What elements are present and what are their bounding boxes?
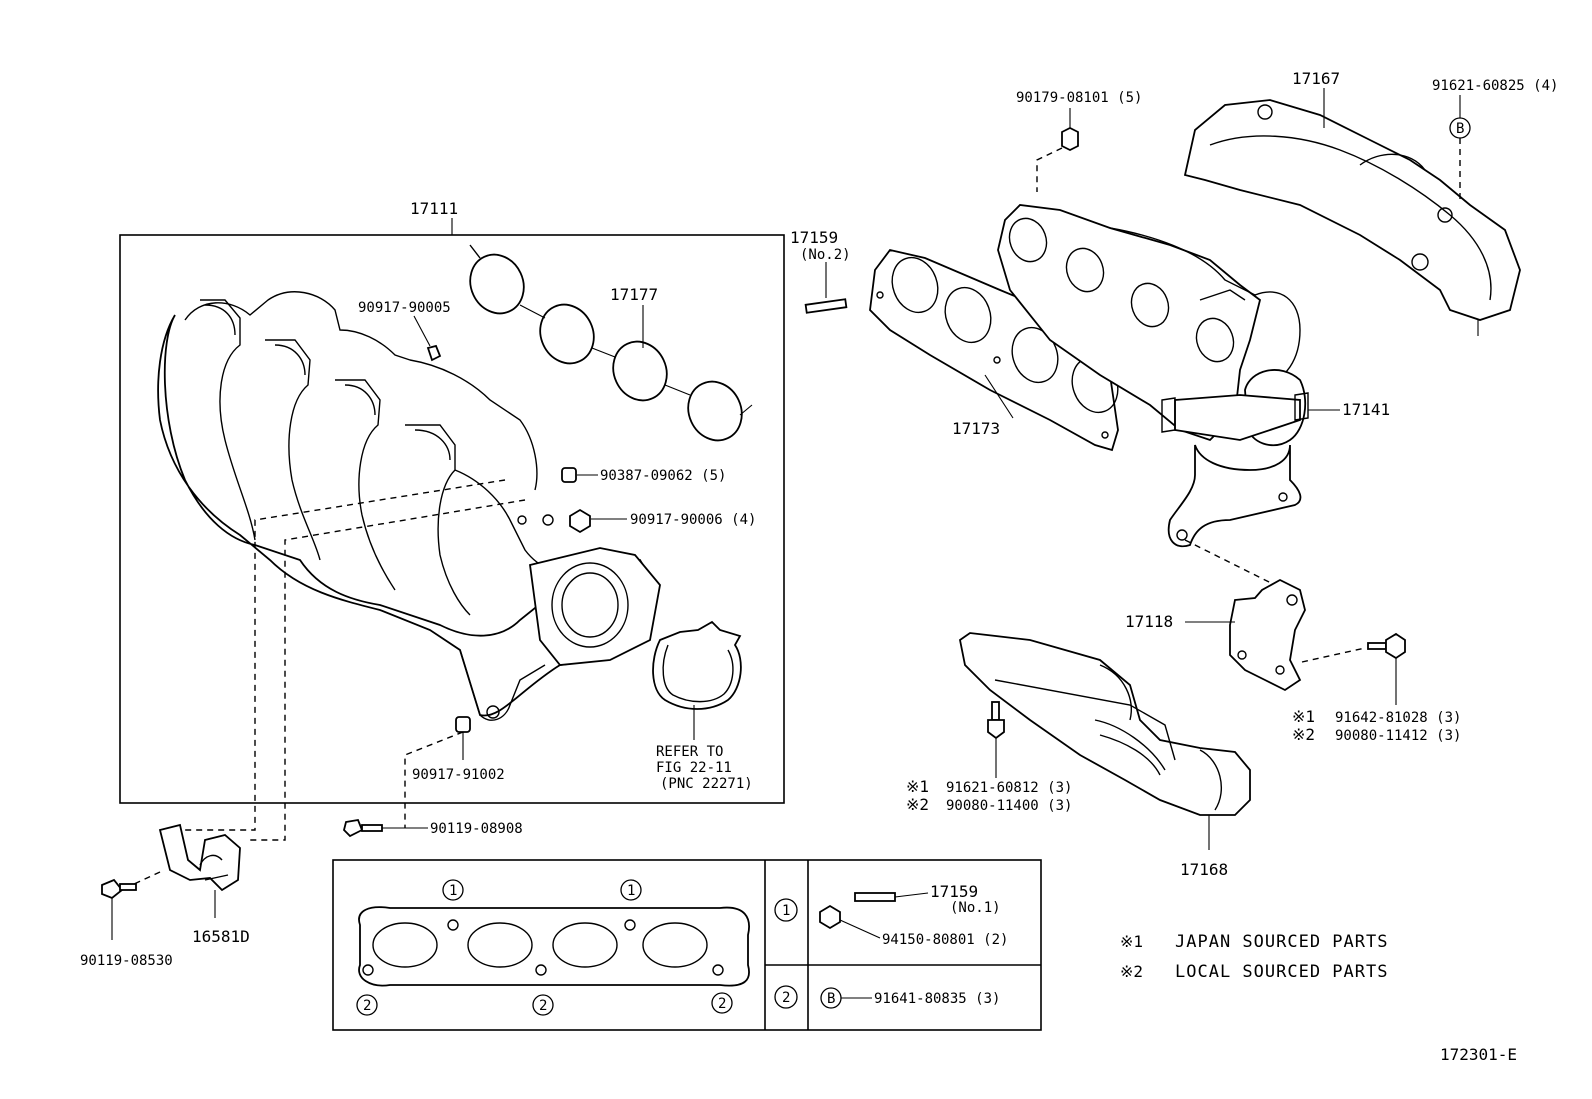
legend-marker-2-bolt: ※2 (1292, 725, 1315, 744)
bush-90917-91002 (455, 716, 471, 760)
exhaust-gasket-17173 (869, 248, 1119, 452)
label-17173: 17173 (952, 419, 1000, 438)
bracket-17118 (1184, 539, 1306, 692)
heat-insulator-17168 (959, 632, 1251, 850)
throttle-body-gasket (652, 620, 742, 740)
svg-text:2: 2 (718, 996, 726, 1012)
inset-row2-b-marker: B (820, 987, 872, 1009)
label-90080-11400: 90080-11400 (3) (946, 798, 1072, 814)
bush-90387-09062 (561, 467, 598, 483)
drawing-number: 172301-E (1440, 1045, 1517, 1064)
label-90917-90006: 90917-90006 (4) (630, 512, 756, 528)
refer-note-line2: FIG 22-11 (656, 760, 732, 776)
svg-text:2: 2 (539, 998, 547, 1014)
bolt-90119-08530 (101, 878, 137, 940)
intake-manifold-drawing (157, 291, 661, 721)
svg-text:1: 1 (627, 883, 635, 899)
label-94150-80801: 94150-80801 (2) (882, 932, 1008, 948)
inset-row1-marker: 1 (774, 898, 798, 922)
gasket-marker-1-left: 1 (442, 879, 464, 901)
label-90080-11412: 90080-11412 (3) (1335, 728, 1461, 744)
fitting-90917-90005 (413, 315, 442, 362)
label-17118: 17118 (1125, 612, 1173, 631)
label-16581D: 16581D (192, 927, 250, 946)
label-17111: 17111 (410, 199, 458, 218)
heat-insulator-17167 (1183, 88, 1521, 336)
gasket-marker-2-right: 2 (711, 992, 733, 1014)
stud-17159-no2 (804, 262, 848, 314)
inset-table (332, 859, 1042, 1031)
refer-note-line3: (PNC 22271) (660, 776, 753, 792)
label-17168: 17168 (1180, 860, 1228, 879)
bracket-16581D (158, 823, 241, 918)
legend-marker-2-lower: ※2 (906, 795, 929, 814)
label-91642-81028: 91642-81028 (3) (1335, 710, 1461, 726)
gasket-marker-2-left: 2 (356, 994, 378, 1016)
svg-text:B: B (1456, 121, 1464, 137)
svg-text:B: B (827, 991, 835, 1007)
inset-row2-marker: 2 (774, 985, 798, 1009)
label-90917-91002: 90917-91002 (412, 767, 505, 783)
exhaust-manifold-17141 (997, 204, 1309, 548)
label-91641-80835: 91641-80835 (3) (874, 991, 1000, 1007)
legend-marker-1-bolt: ※1 (1292, 707, 1315, 726)
label-17159-no2: 17159 (790, 228, 838, 247)
refer-note-line1: REFER TO (656, 744, 723, 760)
label-91621-60825: 91621-60825 (4) (1432, 78, 1558, 94)
legend-text-1: JAPAN SOURCED PARTS (1175, 932, 1388, 952)
stud-17159-no1 (854, 892, 929, 902)
label-90179-08101: 90179-08101 (5) (1016, 90, 1142, 106)
bolt-90119-08908 (343, 818, 428, 838)
label-17159-no1: 17159 (930, 882, 978, 901)
nut-90179-08101 (1036, 108, 1079, 192)
label-90387-09062: 90387-09062 (5) (600, 468, 726, 484)
label-91621-60812: 91621-60812 (3) (946, 780, 1072, 796)
svg-text:2: 2 (363, 998, 371, 1014)
nut-94150-80801 (819, 904, 881, 939)
svg-text:2: 2 (782, 990, 790, 1006)
legend-text-2: LOCAL SOURCED PARTS (1175, 962, 1388, 982)
legend-marker-1-lower: ※1 (906, 777, 929, 796)
exhaust-gasket-inset (358, 906, 750, 987)
label-90917-90005: 90917-90005 (358, 300, 451, 316)
bolt-91621-60812 (987, 701, 1005, 778)
svg-text:1: 1 (449, 883, 457, 899)
label-90119-08908: 90119-08908 (430, 821, 523, 837)
svg-text:1: 1 (782, 903, 790, 919)
label-17167: 17167 (1292, 69, 1340, 88)
label-17159-no2-sub: (No.2) (800, 247, 851, 263)
label-17141: 17141 (1342, 400, 1390, 419)
legend-symbol-2: ※2 (1120, 962, 1143, 981)
marker-b-91621-60825: B (1449, 95, 1471, 200)
gasket-marker-1-right: 1 (620, 879, 642, 901)
legend-symbol-1: ※1 (1120, 932, 1143, 951)
nut-90917-90006 (569, 508, 627, 534)
gasket-marker-2-center: 2 (532, 994, 554, 1016)
label-17177: 17177 (610, 285, 658, 304)
bolt-91642-81028 (1301, 632, 1406, 705)
label-17159-no1-sub: (No.1) (950, 900, 1001, 916)
label-90119-08530: 90119-08530 (80, 953, 173, 969)
legend: ※1 JAPAN SOURCED PARTS ※2 LOCAL SOURCED … (1120, 932, 1388, 982)
intake-gasket-17177 (469, 244, 753, 442)
